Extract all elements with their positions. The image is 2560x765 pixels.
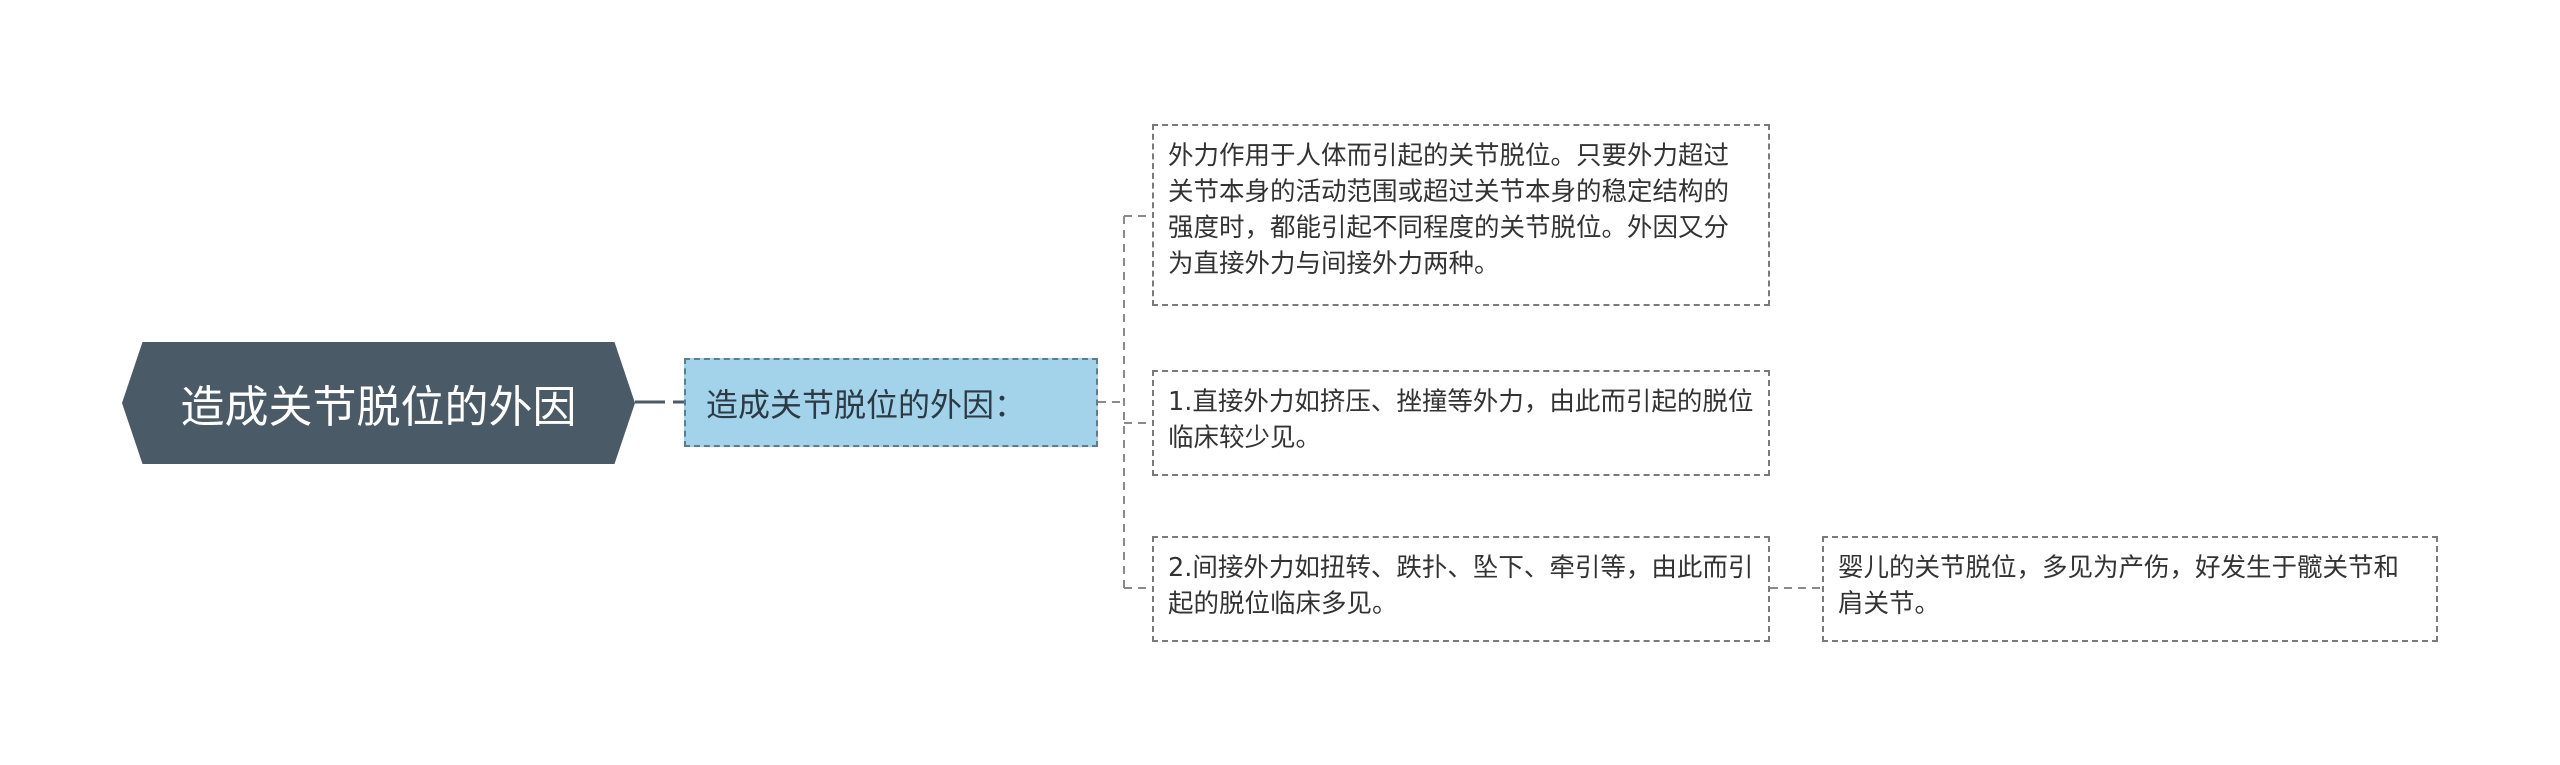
- leaf-node-indirect-force[interactable]: 2.间接外力如扭转、跌扑、坠下、牵引等，由此而引起的脱位临床多见。: [1152, 536, 1770, 642]
- branch-node[interactable]: 造成关节脱位的外因：: [684, 358, 1098, 447]
- branch-node-label: 造成关节脱位的外因：: [706, 385, 1027, 424]
- leaf-node-text: 外力作用于人体而引起的关节脱位。只要外力超过关节本身的活动范围或超过关节本身的稳…: [1168, 141, 1730, 279]
- leaf-node-external-force[interactable]: 外力作用于人体而引起的关节脱位。只要外力超过关节本身的活动范围或超过关节本身的稳…: [1152, 124, 1770, 306]
- leaf-node-text: 2.间接外力如扭转、跌扑、坠下、牵引等，由此而引起的脱位临床多见。: [1168, 553, 1754, 619]
- leaf-node-direct-force[interactable]: 1.直接外力如挤压、挫撞等外力，由此而引起的脱位临床较少见。: [1152, 370, 1770, 476]
- leaf-node-text: 1.直接外力如挤压、挫撞等外力，由此而引起的脱位临床较少见。: [1168, 387, 1754, 453]
- root-node[interactable]: 造成关节脱位的外因: [122, 342, 635, 464]
- leaf-node-text: 婴儿的关节脱位，多见为产伤，好发生于髋关节和肩关节。: [1838, 553, 2400, 619]
- leaf-node-infant-dislocation[interactable]: 婴儿的关节脱位，多见为产伤，好发生于髋关节和肩关节。: [1822, 536, 2438, 642]
- root-node-label: 造成关节脱位的外因: [180, 382, 577, 433]
